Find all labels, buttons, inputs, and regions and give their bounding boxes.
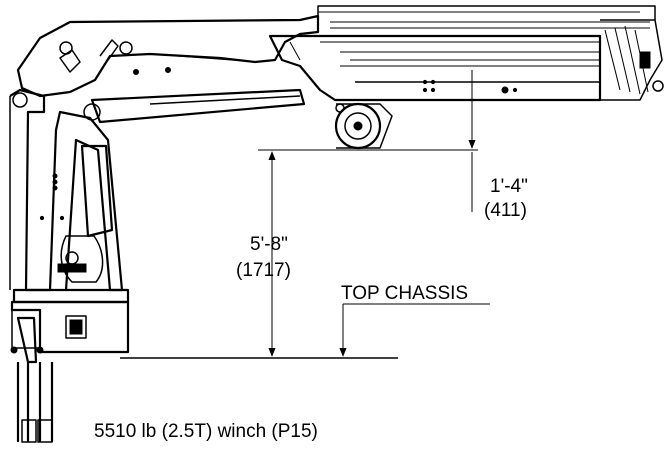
- top-chassis-label: TOP CHASSIS: [341, 283, 468, 304]
- main-boom: [16, 14, 320, 98]
- winch-caption: 5510 lb (2.5T) winch (P15): [94, 421, 318, 442]
- height-imperial-label: 5'-8": [250, 234, 288, 255]
- lift-cylinder: [83, 88, 306, 124]
- winch: [334, 102, 393, 150]
- dimension-chassis: [339, 303, 490, 357]
- crane-column: [9, 88, 124, 292]
- offset-imperial-label: 1'-4": [490, 176, 528, 197]
- height-metric-label: (1717): [236, 260, 291, 281]
- stabilizer-legs: [16, 362, 54, 443]
- offset-metric-label: (411): [484, 200, 527, 221]
- extension-boom: [268, 5, 664, 102]
- crane-base: [10, 288, 130, 364]
- dimension-main-height: [258, 149, 478, 357]
